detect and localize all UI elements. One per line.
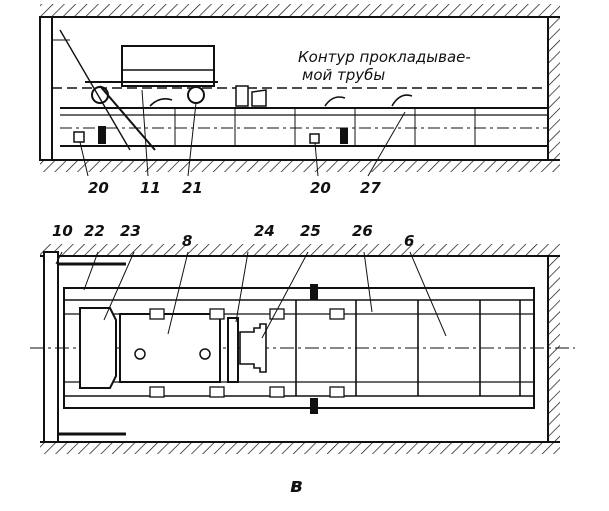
- leader-20b: [314, 142, 319, 177]
- thrust-brace: [59, 29, 131, 151]
- support-block-right: [309, 133, 320, 144]
- blade-3: [391, 94, 413, 107]
- support-post-right: [340, 128, 348, 144]
- leader-21: [187, 102, 197, 177]
- leader-26: [363, 251, 373, 313]
- support-post-left: [98, 126, 106, 144]
- callout-25: 25: [300, 222, 321, 240]
- blade-2: [324, 96, 346, 107]
- plan-thrust-wall: [43, 251, 59, 443]
- anchor-bolt-bottom: [310, 398, 318, 414]
- callout-10: 10: [52, 222, 73, 240]
- callout-20-right: 20: [310, 179, 331, 197]
- plan-view: 10 22 23 8 24 25 26 6: [30, 222, 575, 454]
- leader-11: [141, 89, 149, 177]
- jack-head-2: [251, 89, 267, 107]
- leader-24: [235, 251, 249, 323]
- contour-text-line2: мой трубы: [302, 66, 385, 84]
- guide-pad-5: [149, 386, 165, 398]
- elevation-view: Контур прокладывае- мой трубы 20 11 21 2…: [39, 4, 560, 197]
- leader-22: [83, 251, 99, 291]
- leader-23: [103, 251, 135, 321]
- figure-letter: в: [290, 473, 303, 497]
- blade-1: [149, 98, 173, 107]
- callout-20-left: 20: [88, 179, 109, 197]
- guide-pad-1: [149, 308, 165, 320]
- leader-20a: [79, 141, 89, 177]
- soil-hatch-top: [40, 4, 560, 16]
- callout-21: 21: [182, 179, 203, 197]
- jack-body: [119, 313, 221, 383]
- left-thrust-wall: [39, 16, 53, 161]
- leader-27: [367, 111, 406, 177]
- cart-wheel-right: [187, 86, 205, 104]
- callout-22: 22: [84, 222, 105, 240]
- plan-soil-hatch-top: [40, 244, 560, 256]
- pressure-plate: [79, 307, 117, 389]
- callout-8: 8: [182, 232, 192, 250]
- callout-23: 23: [120, 222, 141, 240]
- guide-pad-2: [209, 308, 225, 320]
- callout-6: 6: [404, 232, 414, 250]
- plan-soil-hatch-bottom: [40, 442, 560, 454]
- leader-8: [167, 251, 189, 335]
- jack-cart-body: [121, 45, 215, 87]
- head-plate: [227, 317, 239, 383]
- callout-27: 27: [360, 179, 381, 197]
- contour-text-line1: Контур прокладывае-: [298, 48, 471, 66]
- support-block-left: [73, 131, 85, 143]
- soil-hatch-bottom: [40, 160, 560, 172]
- callout-26: 26: [352, 222, 373, 240]
- guide-pad-8: [329, 386, 345, 398]
- guide-pad-4: [329, 308, 345, 320]
- callout-11: 11: [140, 179, 161, 197]
- right-soil-hatch: [548, 17, 560, 160]
- guide-pad-7: [269, 386, 285, 398]
- guide-pad-6: [209, 386, 225, 398]
- jack-head-1: [235, 85, 249, 107]
- jack-bolt-left: [134, 348, 146, 360]
- callout-24: 24: [254, 222, 275, 240]
- leader-25: [261, 251, 309, 339]
- leader-10: [55, 251, 63, 265]
- leader-6: [409, 251, 447, 337]
- diagonal-strut: [99, 85, 156, 151]
- jack-bolt-right: [199, 348, 211, 360]
- anchor-bolt-top: [310, 284, 318, 300]
- stepped-adapter: [239, 323, 267, 373]
- plan-right-soil-hatch: [548, 256, 560, 442]
